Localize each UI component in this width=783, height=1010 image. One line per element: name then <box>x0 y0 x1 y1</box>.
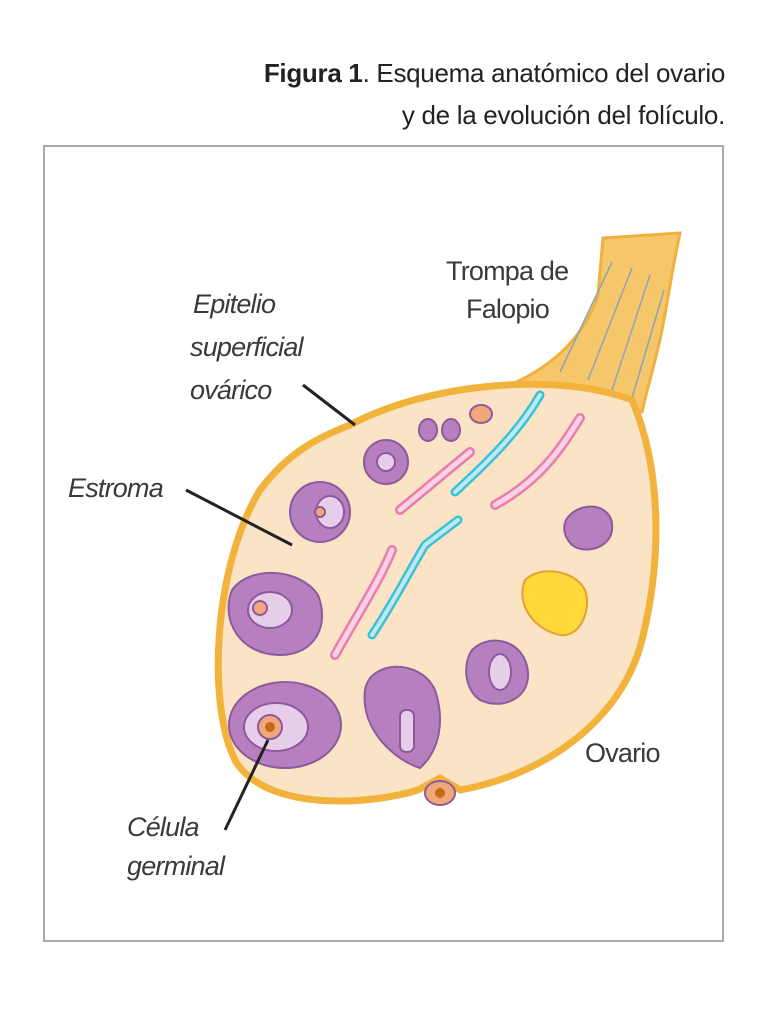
label-celula-line2: germinal <box>127 851 226 881</box>
caption-line2: y de la evolución del folículo. <box>401 100 725 130</box>
figure-label: Figura 1 <box>263 58 363 88</box>
label-estroma: Estroma <box>68 473 164 503</box>
label-epitelio-line3: ovárico <box>190 375 272 405</box>
leader-lines <box>185 383 356 831</box>
caption-line1: . Esquema anatómico del ovario <box>362 58 726 88</box>
figure-caption: Figura 1. Esquema anatómico del ovario y… <box>264 52 725 136</box>
figure-frame <box>43 145 724 942</box>
label-celula-line1: Célula <box>127 812 200 842</box>
fallopian-tube <box>507 231 682 414</box>
label-ovario: Ovario <box>585 738 660 768</box>
blood-vessels <box>330 390 585 660</box>
label-epitelio-line1: Epitelio <box>193 289 276 319</box>
label-trompa-line1: Trompa de <box>446 256 568 286</box>
follicles <box>227 404 614 806</box>
label-epitelio-line2: superficial <box>190 332 305 362</box>
label-trompa-line2: Falopio <box>466 294 549 324</box>
